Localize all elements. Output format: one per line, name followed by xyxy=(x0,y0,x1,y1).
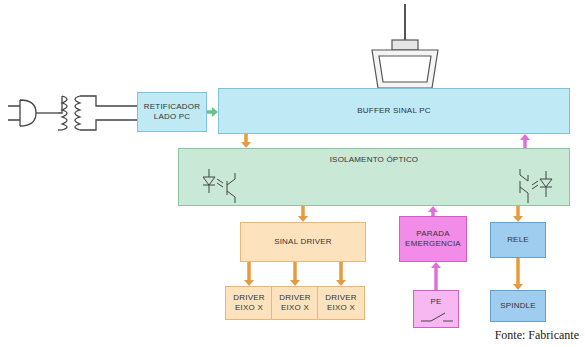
signal-arrow xyxy=(293,262,297,281)
signal-arrow xyxy=(339,262,343,281)
box-label: BUFFER SINAL PC xyxy=(357,106,430,116)
box-label: PE xyxy=(430,297,441,307)
box-label: SPINDLE xyxy=(500,301,536,311)
driver-signal-box: SINAL DRIVER xyxy=(240,222,366,262)
signal-arrow xyxy=(434,267,438,290)
signal-arrow xyxy=(247,262,251,281)
optocoupler-symbol xyxy=(514,167,554,207)
box-label: ISOLAMENTO ÓPTICO xyxy=(330,155,419,165)
db25-connector xyxy=(372,4,438,88)
axis-driver-box: DRIVER EIXO X xyxy=(317,286,365,320)
box-label: DRIVER EIXO X xyxy=(272,293,318,313)
optocoupler-symbol xyxy=(201,167,241,207)
transformer xyxy=(58,96,140,130)
rectifier-box: RETIFICADOR LADO PC xyxy=(137,92,207,132)
optical-isolation-box: ISOLAMENTO ÓPTICO xyxy=(178,148,570,206)
signal-arrow xyxy=(516,258,520,285)
signal-arrow xyxy=(244,134,248,143)
arrow-head xyxy=(520,134,530,140)
box-label: SINAL DRIVER xyxy=(274,237,332,247)
box-label: PARADA EMERGENCIA xyxy=(400,229,466,249)
emergency-stop-box: PARADA EMERGENCIA xyxy=(399,216,467,262)
box-label: RETIFICADOR LADO PC xyxy=(138,102,206,122)
relay-box: RELE xyxy=(490,222,546,258)
signal-arrow xyxy=(516,206,520,217)
power-plug xyxy=(8,100,58,126)
box-label: DRIVER EIXO X xyxy=(226,293,272,313)
axis-driver-box: DRIVER EIXO X xyxy=(225,286,273,320)
estop-switch-box: PE xyxy=(413,290,459,328)
signal-arrow xyxy=(523,139,527,148)
signal-arrow xyxy=(301,206,305,217)
source-note: Fonte: Fabricante xyxy=(495,328,579,343)
switch-symbol xyxy=(417,309,457,325)
spindle-box: SPINDLE xyxy=(490,290,546,322)
buffer-box: BUFFER SINAL PC xyxy=(218,88,570,134)
arrow-head xyxy=(431,262,441,268)
box-label: DRIVER EIXO X xyxy=(318,293,364,313)
box-label: RELE xyxy=(507,235,529,245)
axis-driver-box: DRIVER EIXO X xyxy=(271,286,319,320)
arrow-head xyxy=(428,206,438,212)
